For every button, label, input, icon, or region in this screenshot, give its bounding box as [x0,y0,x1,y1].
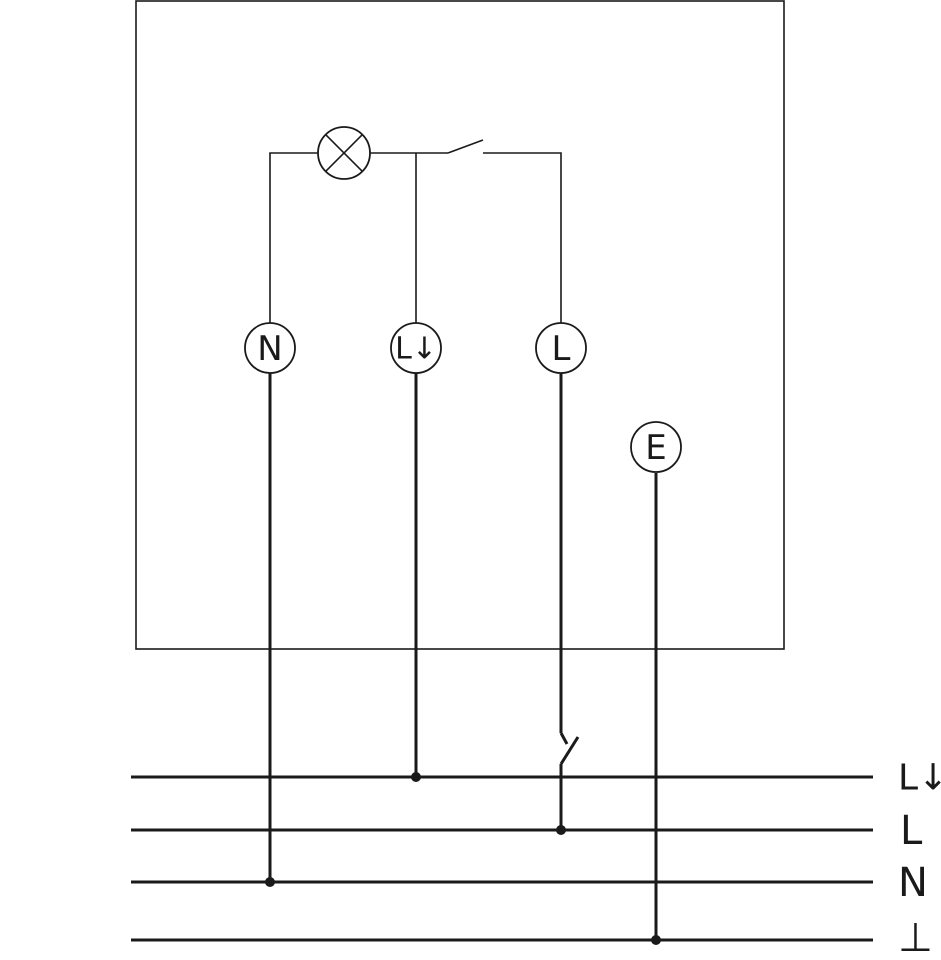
junctions [265,772,661,945]
rail-l-switched-label: L↓ [898,758,941,799]
rail-l-label: L [900,808,923,854]
junction-dot [265,877,275,887]
device-enclosure [135,0,785,650]
terminal-l-switched: L↓ [390,322,442,374]
rail-earth-label: ⊥ [898,915,933,960]
bus-rails [131,775,873,942]
terminal-n-label: N [257,329,282,369]
terminal-l-label: L [552,329,571,369]
rail-n-label: N [898,860,928,906]
feed-wire-l-jog [559,732,569,745]
wire-switch-to-l [483,152,562,323]
junction-dot [556,825,566,835]
terminal-e-label: E [645,428,666,468]
external-switch-icon [559,736,580,765]
feed-wires [268,373,658,940]
terminal-n: N [244,322,296,374]
wire-n-to-lamp [269,152,318,323]
junction-dot [411,772,421,782]
terminal-e: E [630,421,682,473]
terminal-l-switched-label: L↓ [395,332,437,367]
junction-dot [651,935,661,945]
internal-wiring [269,139,562,323]
terminal-l: L [535,322,587,374]
internal-switch-contact [447,139,484,154]
lamp-icon [317,126,371,180]
